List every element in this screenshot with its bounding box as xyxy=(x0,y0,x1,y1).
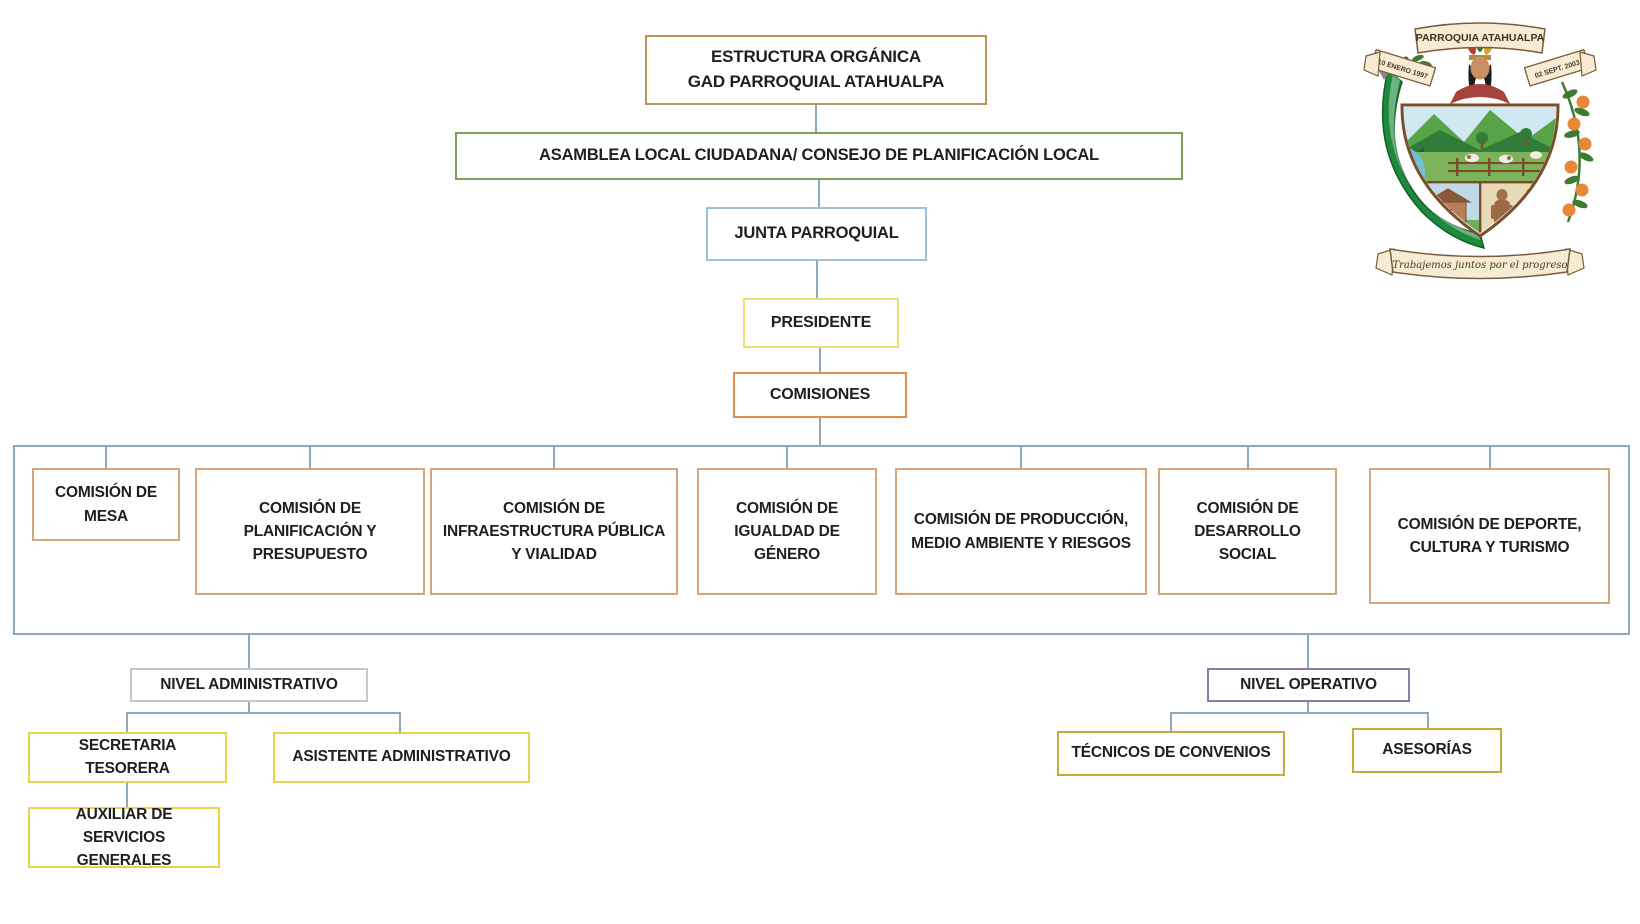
node-estructura-organica: ESTRUCTURA ORGÁNICA GAD PARROQUIAL ATAHU… xyxy=(645,35,987,105)
comisiones-group-frame xyxy=(13,445,1630,635)
node-presidente: PRESIDENTE xyxy=(743,298,899,348)
connector-line xyxy=(786,445,788,468)
node-label: COMISIÓN DE PRODUCCIÓN, MEDIO AMBIENTE Y… xyxy=(911,511,1131,552)
node-label: ASISTENTE ADMINISTRATIVO xyxy=(292,748,511,766)
connector-line xyxy=(105,445,107,468)
connector-line xyxy=(816,261,818,298)
node-label: ASAMBLEA LOCAL CIUDADANA/ CONSEJO DE PLA… xyxy=(539,146,1099,165)
connector-line xyxy=(815,105,817,132)
connector-line xyxy=(553,445,555,468)
node-secretaria-tesorera: SECRETARIA TESORERA xyxy=(28,732,227,783)
node-tecnicos-convenios: TÉCNICOS DE CONVENIOS xyxy=(1057,731,1285,776)
connector-line xyxy=(1170,712,1429,714)
connector-line xyxy=(309,445,311,468)
connector-line xyxy=(126,712,401,714)
connector-line xyxy=(1489,445,1491,468)
node-label: NIVEL ADMINISTRATIVO xyxy=(160,675,338,693)
node-nivel-administrativo: NIVEL ADMINISTRATIVO xyxy=(130,668,368,702)
connector-line xyxy=(1307,635,1309,668)
node-label: COMISIÓN DE PLANIFICACIÓN Y PRESUPUESTO xyxy=(243,499,377,564)
shield-icon xyxy=(1400,103,1560,238)
node-asamblea-local: ASAMBLEA LOCAL CIUDADANA/ CONSEJO DE PLA… xyxy=(455,132,1183,180)
connector-line xyxy=(819,418,821,445)
node-label: COMISIÓN DE INFRAESTRUCTURA PÚBLICA Y VI… xyxy=(442,499,666,564)
parroquia-atahualpa-crest-icon: 10 ENERO 1997 02 SEPT. 2003 PARROQUIA AT… xyxy=(1363,22,1597,280)
connector-line xyxy=(248,635,250,668)
top-banner-text: PARROQUIA ATAHUALPA xyxy=(1416,32,1545,44)
node-label: TÉCNICOS DE CONVENIOS xyxy=(1071,744,1271,762)
connector-line xyxy=(1247,445,1249,468)
connector-line xyxy=(126,712,128,732)
node-comision-desarrollo: COMISIÓN DE DESARROLLO SOCIAL xyxy=(1158,468,1337,595)
node-asistente-administrativo: ASISTENTE ADMINISTRATIVO xyxy=(273,732,530,783)
connector-line xyxy=(399,712,401,732)
node-label: PRESIDENTE xyxy=(770,314,872,332)
node-label: ASESORÍAS xyxy=(1382,741,1472,759)
node-comision-mesa: COMISIÓN DE MESA xyxy=(32,468,180,541)
connector-line xyxy=(1020,445,1022,468)
node-auxiliar-servicios: AUXILIAR DE SERVICIOS GENERALES xyxy=(28,806,220,869)
node-comision-igualdad: COMISIÓN DE IGUALDAD DE GÉNERO xyxy=(697,468,877,595)
motto-banner-icon: Trabajemos juntos por el progreso xyxy=(1375,248,1585,280)
motto-text: Trabajemos juntos por el progreso xyxy=(1392,260,1567,271)
node-comision-infraestructura: COMISIÓN DE INFRAESTRUCTURA PÚBLICA Y VI… xyxy=(430,468,678,595)
connector-line xyxy=(1170,712,1172,731)
orange-branch-icon xyxy=(1560,81,1594,223)
node-label: COMISIÓN DE IGUALDAD DE GÉNERO xyxy=(734,499,840,564)
node-asesorias: ASESORÍAS xyxy=(1352,728,1502,773)
title-line2: GAD PARROQUIAL ATAHUALPA xyxy=(687,72,945,91)
node-comisiones: COMISIONES xyxy=(733,372,907,418)
title-line1: ESTRUCTURA ORGÁNICA xyxy=(711,47,921,67)
node-label: SECRETARIA TESORERA xyxy=(78,737,177,777)
node-label: COMISIÓN DE DEPORTE, CULTURA Y TURISMO xyxy=(1397,515,1582,556)
connector-line xyxy=(248,702,250,713)
connector-line xyxy=(819,348,821,372)
node-label: COMISIÓN DE DESARROLLO SOCIAL xyxy=(1194,499,1301,564)
node-junta-parroquial: JUNTA PARROQUIAL xyxy=(706,207,927,261)
node-nivel-operativo: NIVEL OPERATIVO xyxy=(1207,668,1410,702)
node-comision-produccion: COMISIÓN DE PRODUCCIÓN, MEDIO AMBIENTE Y… xyxy=(895,468,1147,595)
connector-line xyxy=(1307,702,1309,713)
connector-line xyxy=(1427,712,1429,728)
node-label: COMISIONES xyxy=(769,386,871,404)
node-label: NIVEL OPERATIVO xyxy=(1240,675,1377,693)
node-comision-planificacion: COMISIÓN DE PLANIFICACIÓN Y PRESUPUESTO xyxy=(195,468,425,595)
node-label: COMISIÓN DE MESA xyxy=(54,484,157,525)
connector-line xyxy=(126,783,128,807)
node-comision-deporte: COMISIÓN DE DEPORTE, CULTURA Y TURISMO xyxy=(1369,468,1610,604)
node-label: AUXILIAR DE SERVICIOS GENERALES xyxy=(75,805,173,870)
node-label: JUNTA PARROQUIAL xyxy=(734,224,899,243)
connector-line xyxy=(818,180,820,207)
